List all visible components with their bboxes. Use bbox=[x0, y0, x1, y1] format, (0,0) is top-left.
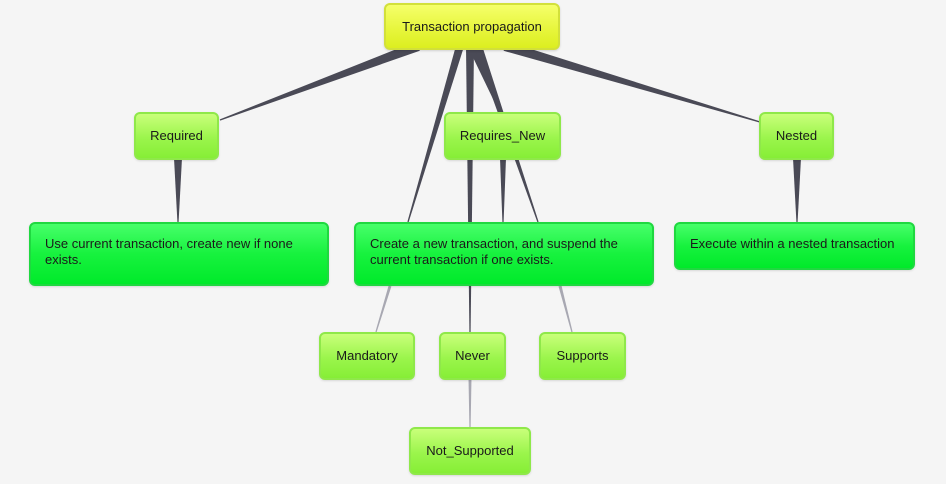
topic-node-supports[interactable]: Supports bbox=[539, 332, 626, 380]
topic-supports-label: Supports bbox=[556, 348, 609, 363]
topic-mandatory-label: Mandatory bbox=[336, 348, 398, 363]
link-root-description-requires-new bbox=[407, 44, 464, 223]
description-requires-new-text: Create a new transaction, and suspend th… bbox=[370, 236, 618, 267]
description-node-requires-new[interactable]: Create a new transaction, and suspend th… bbox=[354, 222, 654, 286]
topic-node-nested[interactable]: Nested bbox=[759, 112, 834, 160]
link-supports bbox=[558, 285, 573, 333]
topic-node-required[interactable]: Required bbox=[134, 112, 219, 160]
link-nested-description bbox=[793, 158, 801, 222]
root-node-label: Transaction propagation bbox=[402, 18, 542, 34]
topic-node-not-supported[interactable]: Not_Supported bbox=[409, 427, 531, 475]
topic-requires-new-label: Requires_New bbox=[459, 128, 546, 143]
description-required-text: Use current transaction, create new if n… bbox=[45, 236, 293, 267]
link-root-required bbox=[219, 41, 420, 121]
link-required-description bbox=[174, 158, 182, 222]
topic-node-requires-new[interactable]: Requires_New bbox=[444, 112, 561, 160]
link-mandatory bbox=[375, 285, 392, 333]
link-requires-new-description bbox=[500, 158, 506, 222]
topic-nested-label: Nested bbox=[775, 128, 818, 143]
link-root-never bbox=[466, 46, 474, 332]
topic-never-label: Never bbox=[455, 348, 490, 363]
description-node-nested[interactable]: Execute within a nested transaction bbox=[674, 222, 915, 270]
link-root-nested bbox=[503, 41, 761, 123]
description-node-required[interactable]: Use current transaction, create new if n… bbox=[29, 222, 329, 286]
topic-node-mandatory[interactable]: Mandatory bbox=[319, 332, 415, 380]
topic-not-supported-label: Not_Supported bbox=[426, 443, 514, 458]
link-not-supported bbox=[468, 378, 472, 427]
description-nested-text: Execute within a nested transaction bbox=[690, 236, 895, 251]
topic-node-never[interactable]: Never bbox=[439, 332, 506, 380]
root-node-transaction-propagation[interactable]: Transaction propagation bbox=[384, 3, 560, 50]
topic-required-label: Required bbox=[150, 128, 203, 143]
